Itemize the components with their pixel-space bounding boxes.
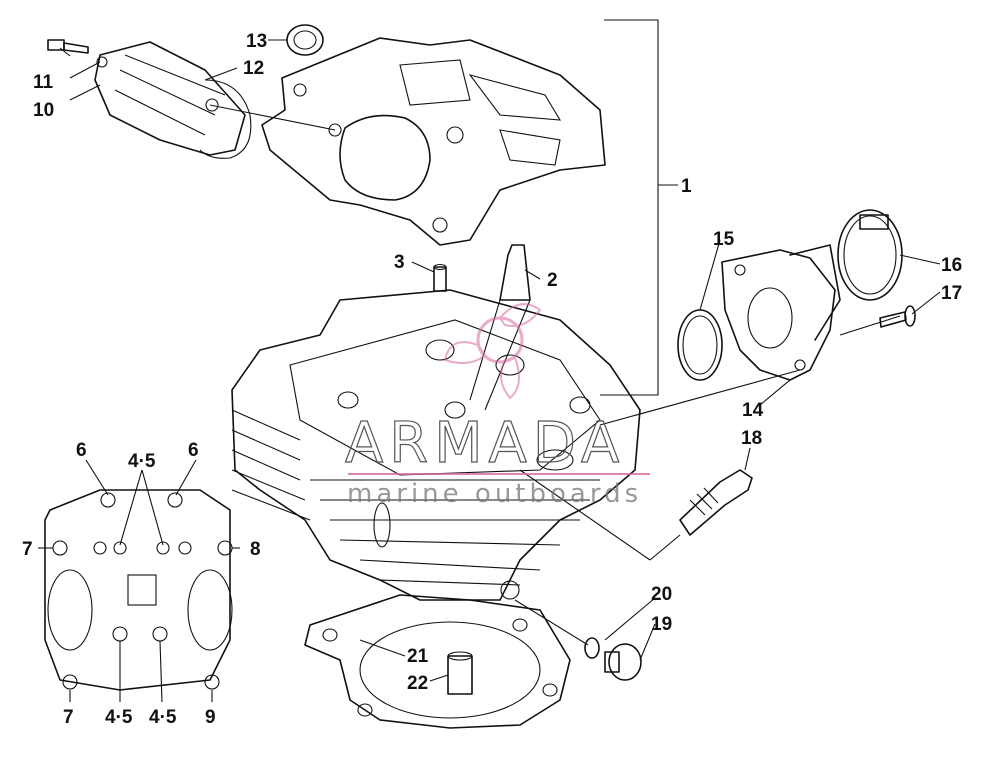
label-15: 15: [713, 229, 735, 250]
label-10: 10: [33, 100, 54, 121]
head-bottom-view: [44, 489, 233, 691]
label-14: 14: [742, 400, 764, 421]
label-6b: 6: [188, 440, 199, 461]
o-ring-20: [584, 637, 600, 659]
label-21: 21: [407, 646, 429, 667]
dowel-3: [433, 263, 447, 292]
label-45b: 4·5: [105, 707, 133, 728]
label-7a: 7: [22, 539, 33, 560]
gasket-12: [199, 79, 252, 159]
plug-19: [604, 643, 642, 681]
label-1: 1: [681, 176, 692, 197]
label-6a: 6: [76, 440, 87, 461]
propeller-logo: [443, 303, 542, 400]
valve-cover: [261, 37, 606, 246]
guide-2: [469, 244, 531, 411]
watermark: ARMADA marine outboards: [344, 303, 650, 509]
label-22: 22: [407, 673, 428, 694]
label-13: 13: [246, 31, 267, 52]
watermark-brand: ARMADA: [345, 411, 625, 476]
label-17: 17: [941, 283, 962, 304]
label-11: 11: [33, 72, 54, 93]
label-18: 18: [741, 428, 762, 449]
watermark-tagline: marine outboards: [347, 479, 642, 509]
screw-17: [879, 305, 916, 328]
o-ring-15: [677, 309, 723, 381]
label-45a: 4·5: [128, 451, 156, 472]
dowel-22: [447, 651, 473, 695]
assembly-bracket: [600, 19, 659, 396]
leader-lines: [38, 39, 941, 703]
label-19: 19: [651, 614, 672, 635]
intake-boot-14: [721, 244, 841, 381]
spark-plug-18: [679, 469, 753, 536]
label-2: 2: [547, 270, 558, 291]
label-9: 9: [205, 707, 216, 728]
label-7b: 7: [63, 707, 74, 728]
label-45c: 4·5: [149, 707, 177, 728]
label-8: 8: [250, 539, 261, 560]
label-16: 16: [941, 255, 962, 276]
head-gasket-21: [304, 594, 571, 729]
clamp-16: [837, 209, 903, 301]
label-12: 12: [243, 58, 264, 79]
breather-cover-10: [94, 41, 246, 156]
bolt-11: [47, 39, 89, 54]
label-20: 20: [651, 584, 672, 605]
plug-13: [286, 24, 324, 56]
label-3: 3: [394, 252, 405, 273]
